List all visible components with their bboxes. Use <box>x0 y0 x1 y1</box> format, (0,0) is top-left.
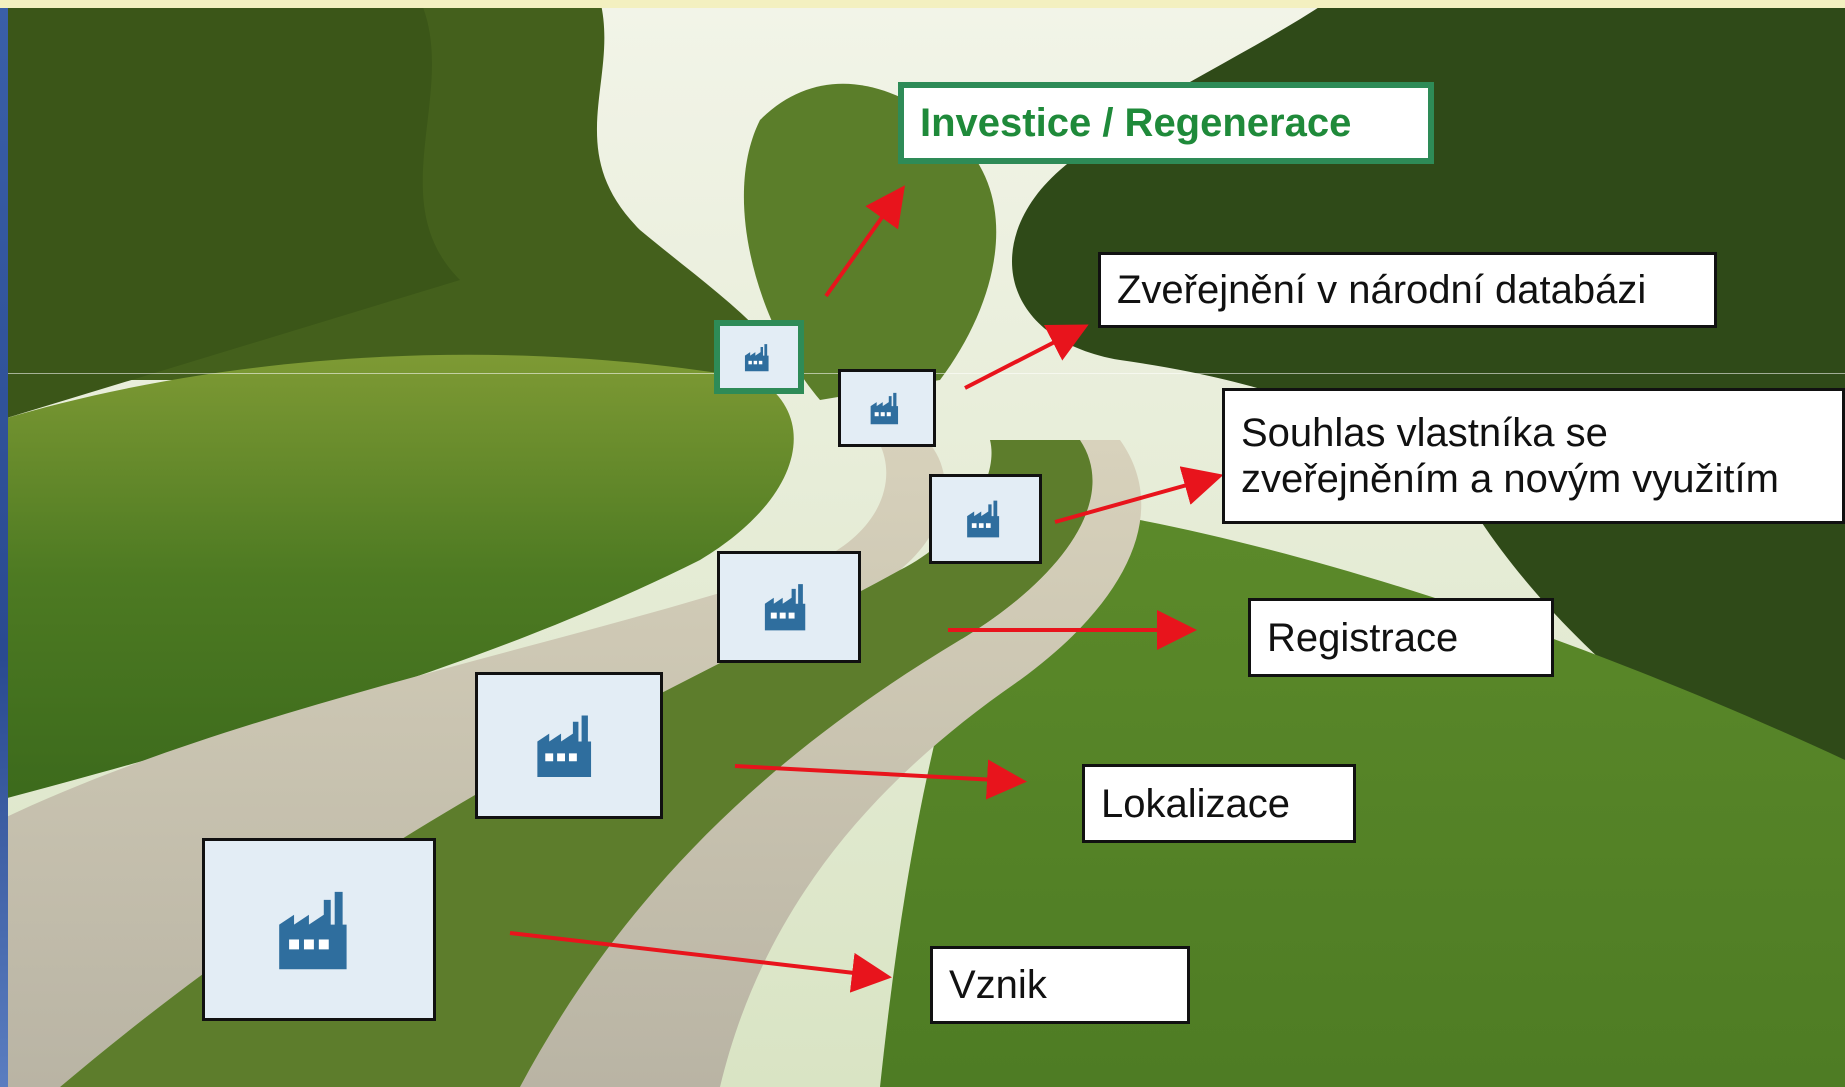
factory-box-1 <box>202 838 436 1021</box>
factory-box-2 <box>475 672 663 819</box>
factory-box-6 <box>714 320 804 394</box>
label-lokalizace-text: Lokalizace <box>1101 781 1291 826</box>
label-souhlas: Souhlas vlastníka se zveřejněním a novým… <box>1222 388 1845 524</box>
label-registrace: Registrace <box>1248 598 1554 677</box>
label-registrace-text: Registrace <box>1267 615 1459 660</box>
label-investice-text: Investice / Regenerace <box>920 101 1352 145</box>
label-lokalizace: Lokalizace <box>1082 764 1356 843</box>
factory-box-4 <box>929 474 1042 564</box>
label-vznik-text: Vznik <box>949 963 1047 1007</box>
factory-icon <box>745 343 769 371</box>
label-souhlas-line1: Souhlas vlastníka se <box>1241 411 1608 455</box>
label-zverejneni-text: Zveřejnění v národní databázi <box>1117 268 1647 312</box>
label-souhlas-line2: zveřejněním a novým využitím <box>1241 457 1779 501</box>
left-border-strip <box>0 8 8 1087</box>
label-investice-regenerace: Investice / Regenerace <box>898 82 1434 164</box>
label-zverejneni: Zveřejnění v národní databázi <box>1098 252 1717 328</box>
arrow-souhlas <box>1054 466 1224 524</box>
arrow-zverejneni <box>964 324 1089 390</box>
arrow-investice <box>824 185 905 298</box>
arrow-vznik <box>509 931 892 993</box>
factory-icon <box>279 891 347 970</box>
factory-box-3 <box>717 551 861 663</box>
arrow-lokalizace <box>734 759 1027 800</box>
factory-icon <box>870 392 899 425</box>
factory-icon <box>966 501 999 538</box>
factory-icon <box>765 584 806 631</box>
top-border-strip <box>0 0 1845 8</box>
label-vznik: Vznik <box>930 946 1190 1024</box>
factory-box-5 <box>838 369 936 447</box>
factory-icon <box>537 715 592 778</box>
